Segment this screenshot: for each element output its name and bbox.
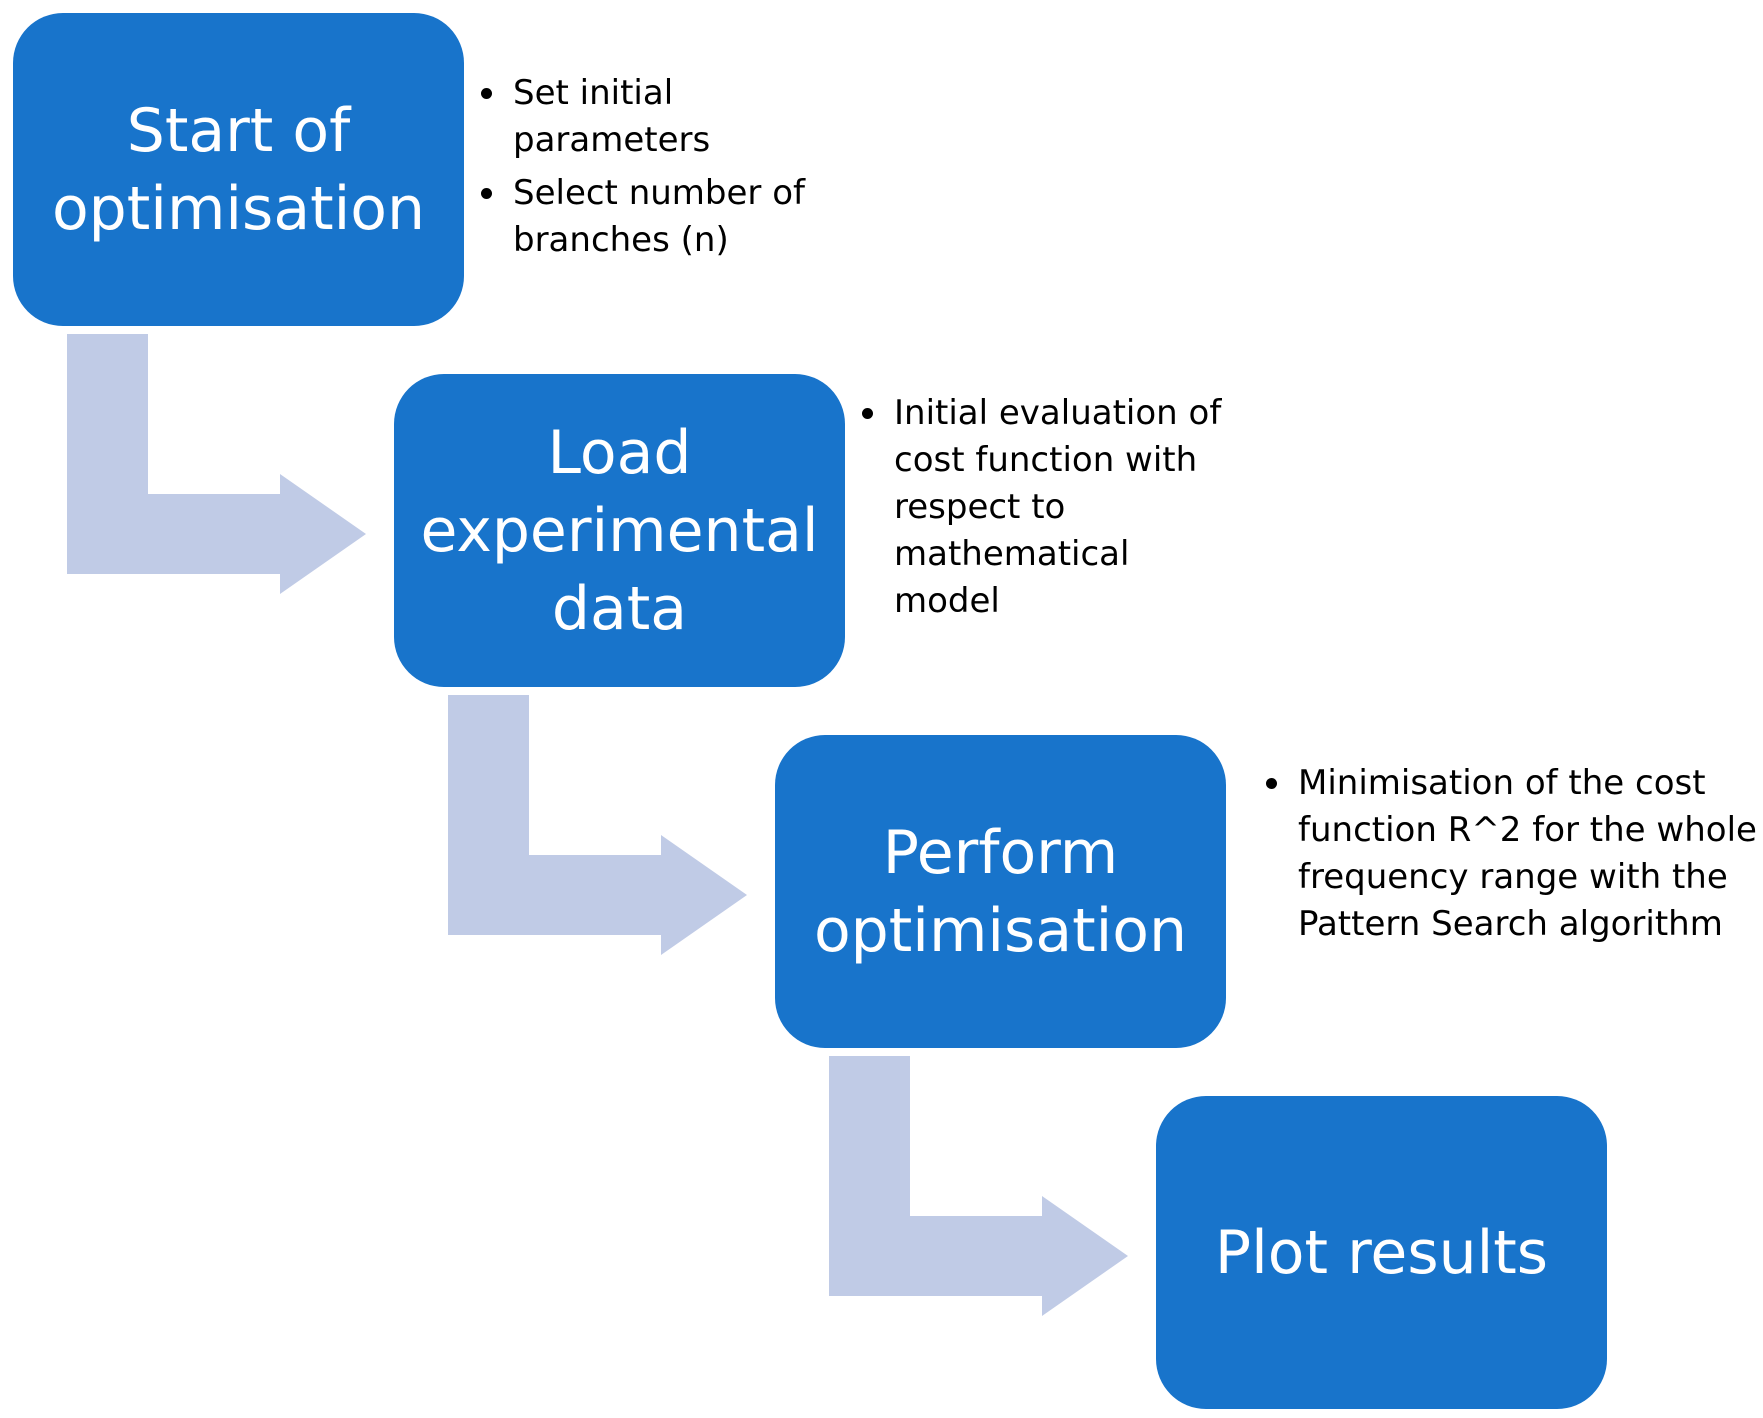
connector-arrows <box>67 334 1128 1316</box>
step-box-load-experimental-data: Load experimental data <box>394 374 845 687</box>
step-label: Start of optimisation <box>51 95 426 244</box>
step-notes-start-of-optimisation: Set initial parameters Select number of … <box>477 70 863 270</box>
note-item: Minimisation of the cost function R^2 fo… <box>1266 760 1763 948</box>
step-box-perform-optimisation: Perform optimisation <box>775 735 1226 1048</box>
step-label: Perform optimisation <box>813 817 1188 966</box>
note-item: Select number of branches (n) <box>481 170 863 264</box>
connector-arrow-2-to-3 <box>448 695 747 955</box>
step-notes-load-experimental-data: Initial evaluation of cost function with… <box>858 390 1224 631</box>
step-box-plot-results: Plot results <box>1156 1096 1607 1409</box>
connector-arrow-3-to-4 <box>829 1056 1128 1316</box>
note-item: Set initial parameters <box>481 70 863 164</box>
step-label: Plot results <box>1214 1217 1549 1288</box>
step-label: Load experimental data <box>420 417 819 644</box>
process-flow-diagram: Start of optimisation Load experimental … <box>13 13 1757 1409</box>
step-box-start-of-optimisation: Start of optimisation <box>13 13 464 326</box>
note-item: Initial evaluation of cost function with… <box>862 390 1224 625</box>
step-notes-perform-optimisation: Minimisation of the cost function R^2 fo… <box>1262 760 1763 954</box>
connector-arrow-1-to-2 <box>67 334 366 594</box>
